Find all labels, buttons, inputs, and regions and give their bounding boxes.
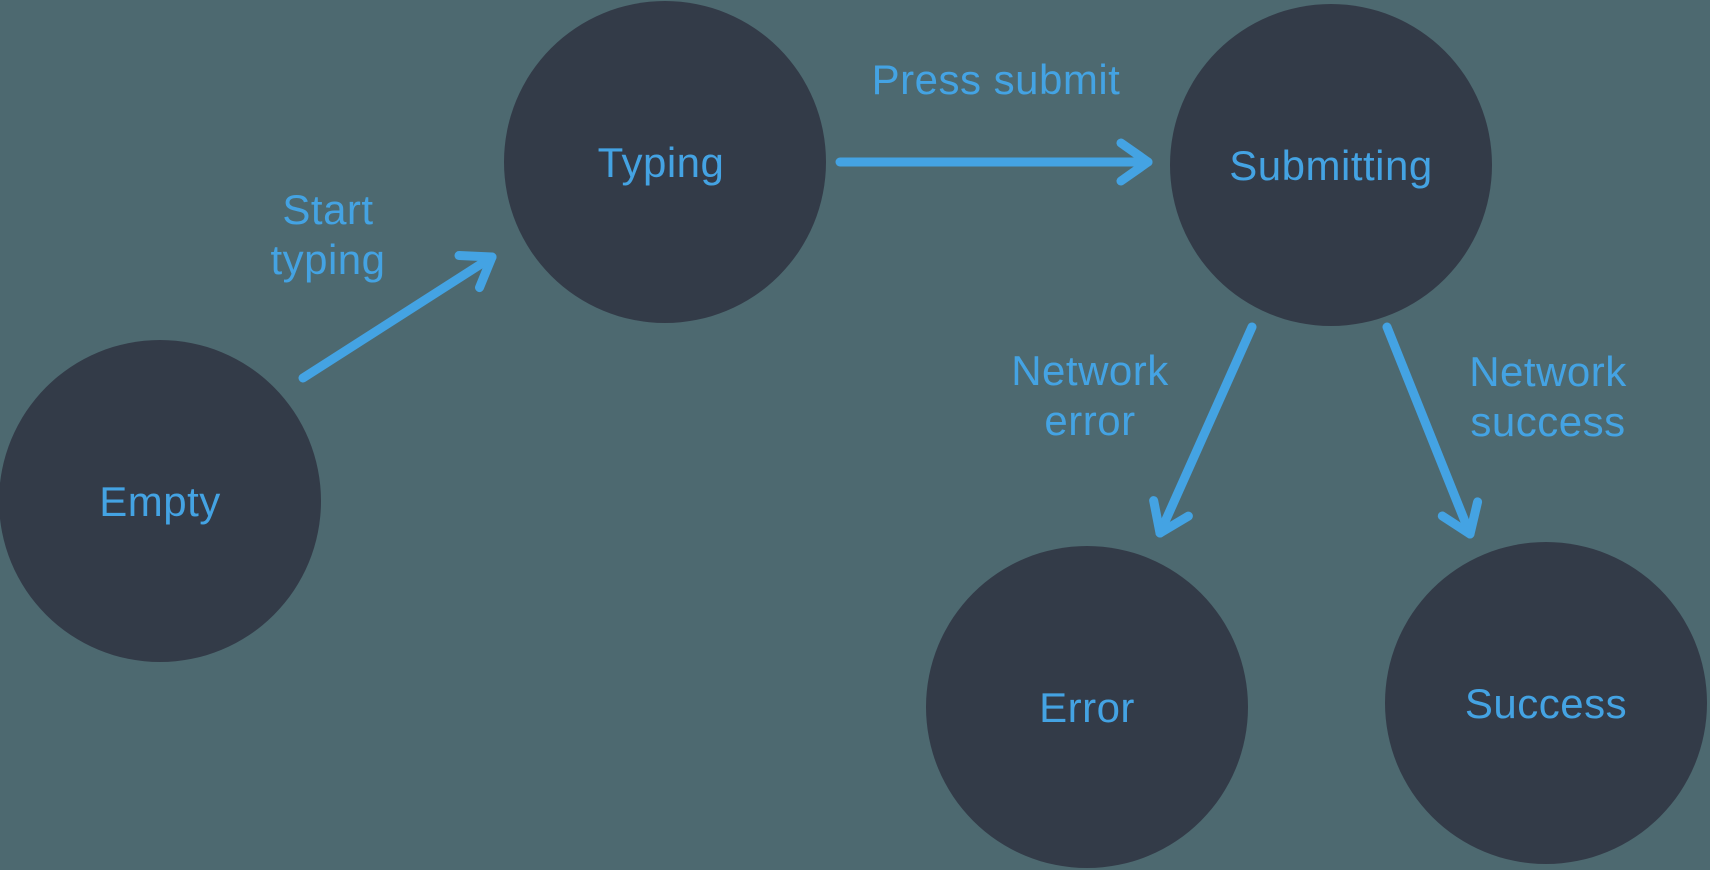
edge-network-error-label-line2: error — [1044, 397, 1135, 444]
edge-network-success-arrow — [1382, 322, 1483, 539]
state-node-empty: Empty — [0, 340, 321, 662]
state-node-submitting: Submitting — [1170, 4, 1492, 326]
edge-start-typing: Start typing — [270, 186, 497, 383]
state-node-error: Error — [926, 546, 1248, 868]
edge-network-error: Network error — [1011, 322, 1257, 538]
edge-network-success: Network success — [1382, 322, 1627, 539]
edge-network-success-label-line1: Network — [1469, 348, 1627, 395]
edge-press-submit-label: Press submit — [872, 56, 1121, 103]
edge-network-error-label-line1: Network — [1011, 347, 1169, 394]
edge-start-typing-label-line2: typing — [270, 236, 385, 283]
state-node-submitting-circle — [1170, 4, 1492, 326]
state-node-typing-circle — [504, 1, 826, 323]
state-node-success: Success — [1385, 542, 1707, 864]
state-node-typing: Typing — [504, 1, 826, 323]
state-node-typing-label: Typing — [598, 139, 725, 186]
edge-start-typing-arrow — [298, 251, 497, 383]
state-node-submitting-label: Submitting — [1229, 142, 1432, 189]
edge-start-typing-label-line1: Start — [282, 186, 373, 233]
state-node-empty-circle — [0, 340, 321, 662]
state-node-error-circle — [926, 546, 1248, 868]
state-node-success-circle — [1385, 542, 1707, 864]
state-node-error-label: Error — [1039, 684, 1135, 731]
state-node-success-label: Success — [1465, 680, 1627, 727]
edge-press-submit: Press submit — [835, 56, 1153, 186]
edge-network-success-label-line2: success — [1470, 398, 1625, 445]
state-node-empty-label: Empty — [99, 478, 221, 525]
edge-network-error-arrow — [1149, 322, 1257, 538]
